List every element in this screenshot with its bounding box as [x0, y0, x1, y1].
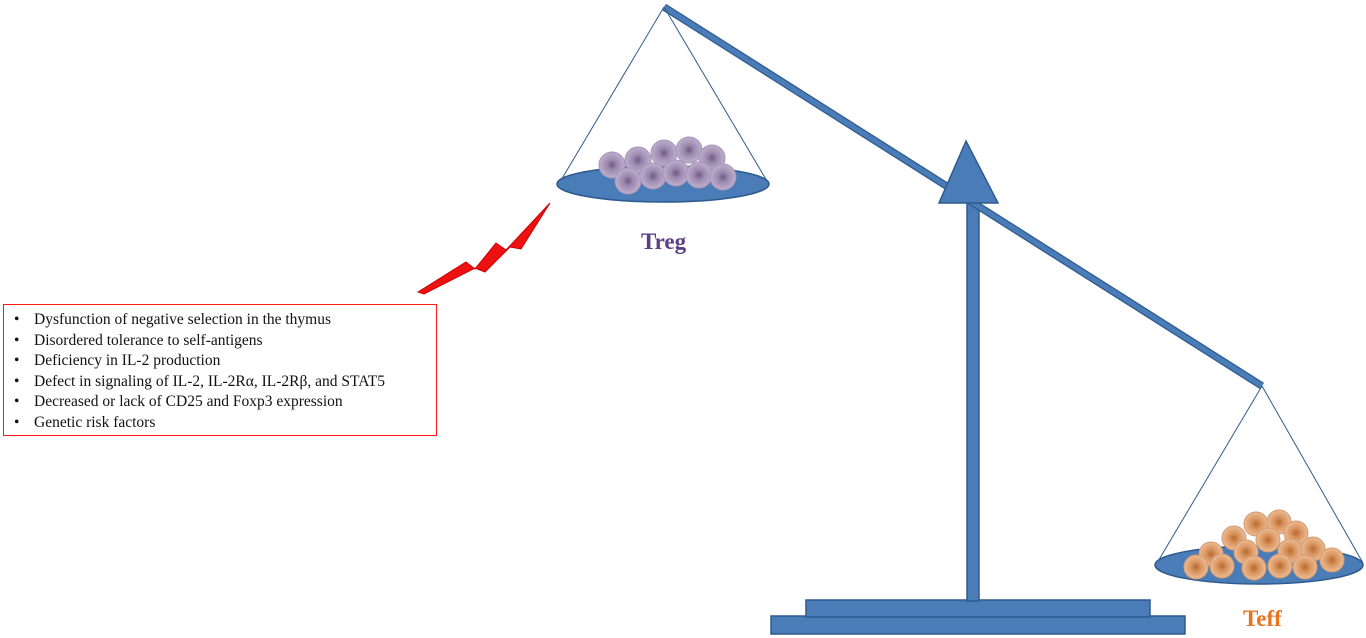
causes-box: • Dysfunction of negative selection in th…: [3, 304, 437, 436]
bullet: •: [14, 352, 20, 369]
bullet: •: [14, 393, 20, 410]
teff-cell: [1241, 555, 1267, 581]
teff-cell: [1255, 527, 1281, 553]
scale-fulcrum: [937, 139, 1000, 204]
teff-cell: [1209, 553, 1235, 579]
bullet: •: [14, 413, 20, 431]
teff-cell-cluster: [1183, 509, 1345, 581]
teff-pan-string-right: [1261, 385, 1364, 564]
scale-post: [966, 195, 980, 602]
cause-text: Defect in signaling of IL-2, IL-2Rα, IL-…: [34, 372, 385, 390]
cause-text: Disordered tolerance to self-antigens: [34, 331, 263, 349]
treg-pan-string-right: [663, 6, 768, 182]
cause-text: Deficiency in IL-2 production: [34, 352, 221, 369]
lightning-arrow: [416, 202, 551, 295]
cause-item: • Dysfunction of negative selection in th…: [12, 310, 436, 331]
causes-list: • Dysfunction of negative selection in th…: [12, 310, 436, 433]
bullet: •: [14, 331, 20, 349]
cause-text: Decreased or lack of CD25 and Foxp3 expr…: [34, 393, 343, 410]
cause-item: • Disordered tolerance to self-antigens: [12, 331, 436, 352]
cause-item: • Genetic risk factors: [12, 413, 436, 434]
cause-item: • Decreased or lack of CD25 and Foxp3 exp…: [12, 392, 436, 413]
treg-cell: [709, 163, 737, 191]
cause-item: • Defect in signaling of IL-2, IL-2Rα, IL…: [12, 372, 436, 393]
teff-cell: [1267, 553, 1293, 579]
treg-label: Treg: [641, 229, 687, 254]
bullet: •: [14, 372, 20, 390]
treg-pan-string-left: [559, 6, 665, 183]
teff-cell: [1183, 554, 1209, 580]
cause-item: • Deficiency in IL-2 production: [12, 351, 436, 372]
teff-cell: [1292, 554, 1318, 580]
scale-base-lower: [770, 615, 1186, 635]
treg-cell-cluster: [598, 136, 737, 195]
treg-cell: [662, 159, 690, 187]
scale-base-upper: [805, 599, 1151, 618]
cause-text: Genetic risk factors: [34, 413, 156, 431]
teff-cell: [1319, 547, 1345, 573]
treg-cell: [639, 162, 667, 190]
teff-pan-string-left: [1156, 385, 1263, 564]
treg-cell: [675, 136, 703, 164]
treg-cell: [614, 167, 642, 195]
teff-label: Teff: [1243, 606, 1282, 631]
cause-text: Dysfunction of negative selection in the…: [34, 311, 332, 328]
bullet: •: [14, 311, 20, 328]
treg-cell: [685, 161, 713, 189]
